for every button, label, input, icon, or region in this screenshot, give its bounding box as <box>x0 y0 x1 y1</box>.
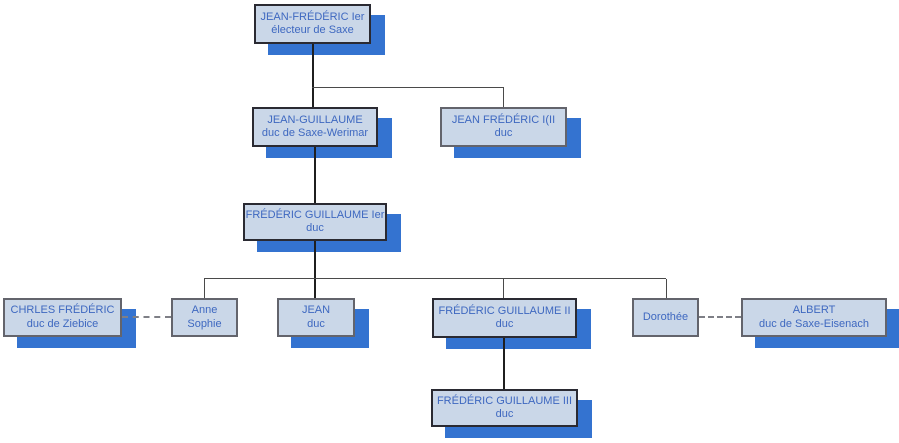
node-label: Dorothée <box>642 310 689 323</box>
connector-drop-anne-sophie <box>204 279 205 298</box>
node-label: duc de Ziebice <box>26 317 99 330</box>
connector-drop-jean-frederic-i-ii <box>503 88 504 107</box>
connector-spine-row3-to-row4 <box>314 241 316 298</box>
node-label: ALBERT <box>792 304 836 316</box>
connector-spine-row2-to-row3 <box>314 147 316 203</box>
connector-spine-1-to-row2 <box>312 44 314 107</box>
node-label: électeur de Saxe <box>271 24 354 36</box>
node-label: Anne <box>191 304 218 316</box>
node-label: CHRLES FRÉDÉRIC <box>10 304 115 316</box>
node-label: duc de Saxe-Eisenach <box>758 317 870 330</box>
node-label: JEAN FRÉDÉRIC I(II <box>451 113 556 126</box>
node-label: duc <box>495 408 514 420</box>
node-label: JEAN-FRÉDÉRIC Ier <box>260 10 365 23</box>
connector-spine-row4-to-row5 <box>503 338 505 389</box>
node-label: JEAN <box>301 304 331 316</box>
node-label: FRÉDÉRIC GUILLAUME II <box>438 304 571 317</box>
connector-drop-frederic-guillaume-ii <box>503 279 504 298</box>
connector-marriage-dorothee-albert <box>699 316 741 318</box>
node-label: FRÉDÉRIC GUILLAUME Ier <box>245 208 385 221</box>
node-label: duc <box>307 317 325 330</box>
node-label: FRÉDÉRIC GUILLAUME III <box>436 394 573 407</box>
node-label: duc de Saxe-Werimar <box>261 127 369 139</box>
node-label: duc <box>494 127 513 139</box>
node-label: duc <box>495 318 514 330</box>
node-dorothee[interactable]: Dorothée <box>632 298 699 337</box>
connector-branch-row2 <box>312 87 504 88</box>
node-label: Sophie <box>187 317 222 330</box>
node-label: duc <box>306 222 324 234</box>
node-label: JEAN-GUILLAUME <box>267 113 363 126</box>
connector-sibling-line-row4 <box>204 278 666 279</box>
connector-drop-dorothee <box>666 279 667 298</box>
connector-marriage-chrles-anne <box>122 316 171 318</box>
